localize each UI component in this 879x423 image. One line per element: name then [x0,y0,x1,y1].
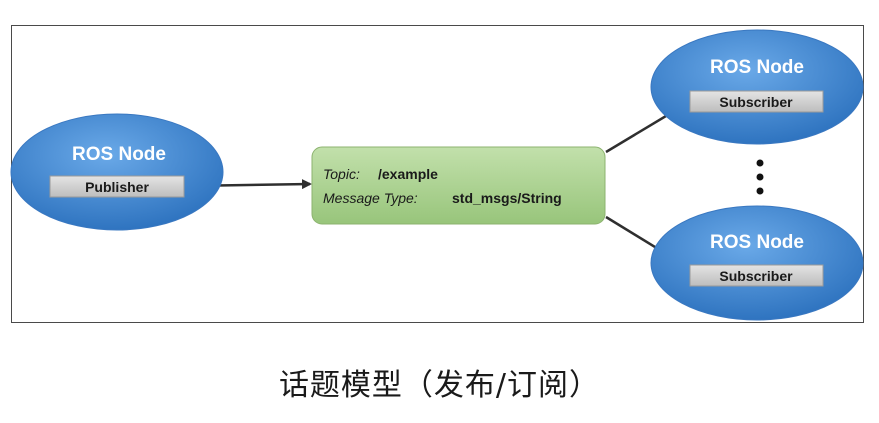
subscriber-tag-1: Subscriber [719,94,793,110]
more-nodes-dots [756,159,764,195]
message-type-value: std_msgs/String [452,190,562,206]
message-type-label: Message Type: [323,190,418,206]
publisher-tag: Publisher [85,179,149,195]
subscriber-node-1: ROS Node Subscriber [650,29,864,145]
topic-value: /example [378,166,438,182]
topic-box: Topic: /example Message Type: std_msgs/S… [311,146,606,225]
subscriber-tag-2: Subscriber [719,268,793,284]
subscriber-node-2-title: ROS Node [710,232,804,253]
diagram-caption: 话题模型（发布/订阅） [278,368,601,403]
subscriber-node-2: ROS Node Subscriber [650,205,864,321]
topic-label: Topic: [323,166,360,182]
publisher-node: ROS Node Publisher [10,113,224,231]
subscriber-node-1-title: ROS Node [710,57,804,78]
publisher-node-title: ROS Node [72,144,166,165]
